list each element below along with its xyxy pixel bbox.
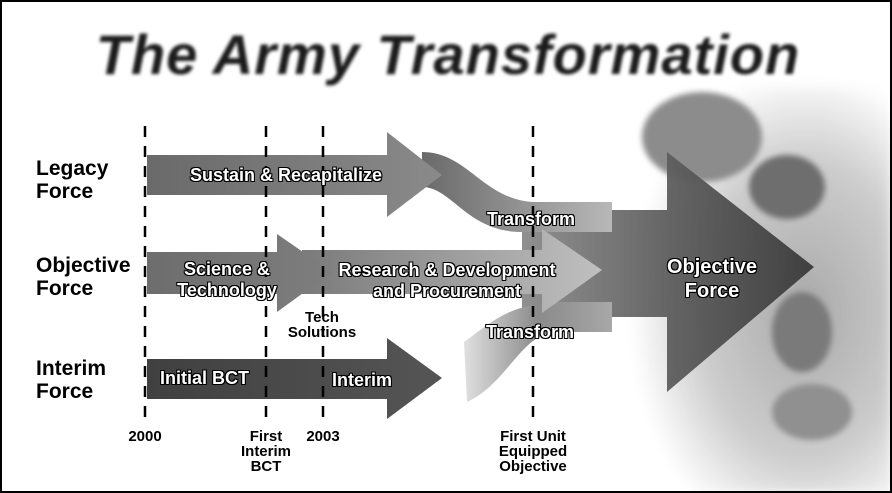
page-title: The Army Transformation (95, 23, 801, 86)
initial-bct-label: Initial BCT (160, 368, 249, 388)
transform-top-arrow (422, 152, 612, 232)
milestone-2003-label: 2003 (306, 428, 340, 445)
interim-arrow (147, 338, 442, 419)
transform-top-label: Transform (487, 209, 576, 229)
research-arrow (302, 229, 602, 313)
interim-arrow-label: Interim (332, 370, 393, 390)
science-label: Science &Technology (177, 259, 277, 300)
transform-bottom-label: Transform (486, 322, 575, 342)
science-arrow (147, 234, 332, 312)
sustain-arrow (147, 132, 442, 217)
transform-bottom-arrow (464, 302, 612, 402)
milestone-2000-label: 2000 (128, 428, 162, 445)
sustain-label: Sustain & Recapitalize (190, 165, 383, 185)
